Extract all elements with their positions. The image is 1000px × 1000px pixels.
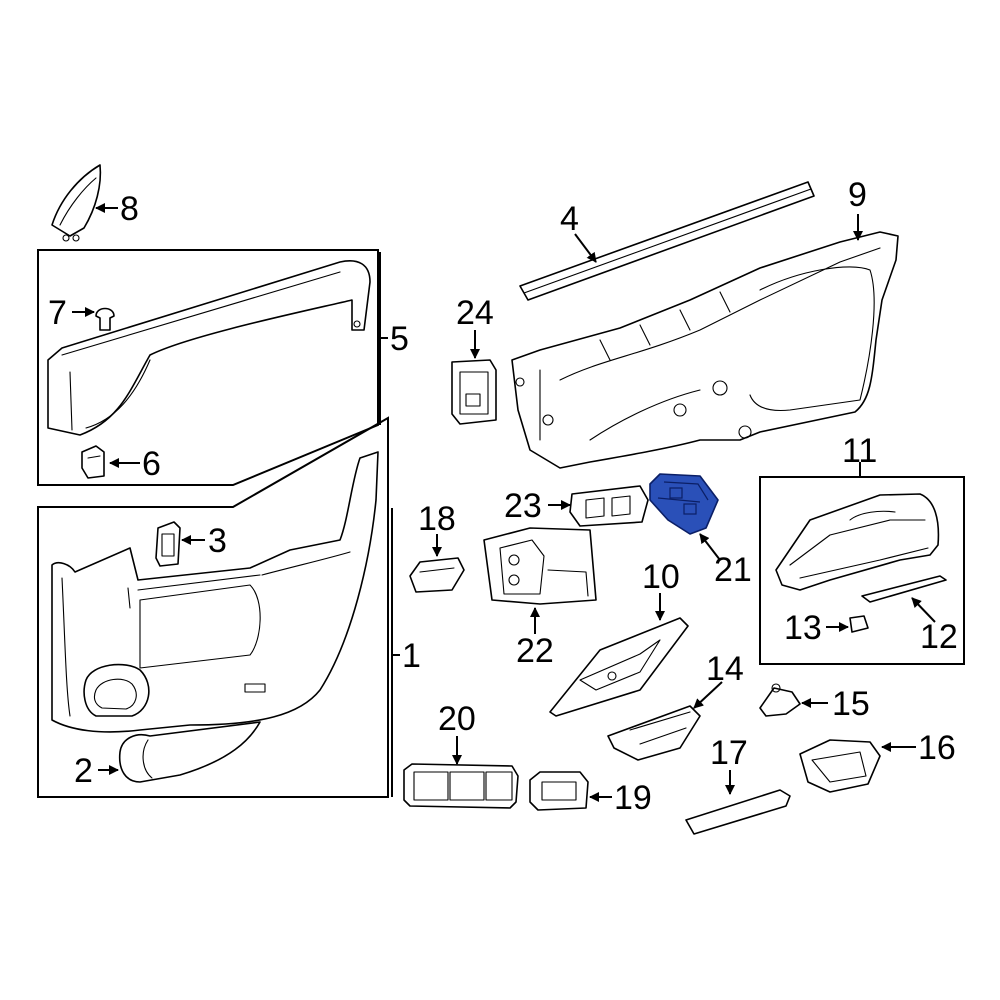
callout-12[interactable]: 12 <box>920 618 958 656</box>
part-14-switch-panel[interactable] <box>607 705 701 761</box>
part-1-door-panel[interactable] <box>51 451 379 733</box>
callout-14[interactable]: 14 <box>706 650 744 688</box>
callout-6[interactable]: 6 <box>142 445 161 483</box>
callout-8[interactable]: 8 <box>120 190 139 228</box>
callout-23[interactable]: 23 <box>504 487 542 525</box>
group-frame-door-panel <box>37 416 389 798</box>
callout-19[interactable]: 19 <box>614 779 652 817</box>
callout-9[interactable]: 9 <box>848 176 867 214</box>
part-17-trim-strip[interactable] <box>685 789 791 835</box>
part-3-switch-housing[interactable] <box>155 521 181 567</box>
part-10-door-pull[interactable] <box>549 617 689 717</box>
callout-5[interactable]: 5 <box>390 320 409 358</box>
part-22-seat-switch-bezel[interactable] <box>483 527 597 605</box>
callout-24[interactable]: 24 <box>456 294 494 332</box>
part-6-bracket[interactable] <box>81 445 105 479</box>
callout-18[interactable]: 18 <box>418 500 456 538</box>
callout-15[interactable]: 15 <box>832 685 870 723</box>
part-16-handle-housing[interactable] <box>799 739 881 793</box>
callout-1[interactable]: 1 <box>402 637 421 675</box>
group-frame-handle-assembly <box>759 476 965 665</box>
callout-13[interactable]: 13 <box>784 609 822 647</box>
part-15-clip[interactable] <box>759 683 801 717</box>
callout-7[interactable]: 7 <box>48 294 67 332</box>
group-frame-upper-trim <box>37 249 379 486</box>
part-2-armrest-pad[interactable] <box>118 721 261 783</box>
part-18-cover[interactable] <box>409 557 465 593</box>
callout-4[interactable]: 4 <box>560 200 579 238</box>
part-5-upper-trim[interactable] <box>47 260 371 436</box>
part-9-inner-frame[interactable] <box>511 231 899 469</box>
callout-2[interactable]: 2 <box>74 752 93 790</box>
part-13-clip[interactable] <box>849 615 869 633</box>
part-7-clip[interactable] <box>95 307 115 331</box>
callout-labels: 1 2 3 4 5 6 7 8 9 10 11 12 13 14 15 16 1… <box>48 176 958 817</box>
callout-11[interactable]: 11 <box>842 432 877 470</box>
callout-21[interactable]: 21 <box>714 551 752 589</box>
callout-17[interactable]: 17 <box>710 734 748 772</box>
part-4-window-seal[interactable] <box>519 181 815 301</box>
callout-10[interactable]: 10 <box>642 558 680 596</box>
callout-20[interactable]: 20 <box>438 700 476 738</box>
part-11-handle-trim[interactable] <box>775 493 940 591</box>
part-8-mirror-trim[interactable] <box>51 164 102 242</box>
part-23-memory-switch[interactable] <box>569 485 649 527</box>
part-19-switch[interactable] <box>529 771 589 811</box>
callout-3[interactable]: 3 <box>208 522 227 560</box>
part-21-window-switch-highlighted[interactable] <box>649 473 719 535</box>
part-12-trim-strip[interactable] <box>861 575 947 603</box>
part-20-window-switch-block[interactable] <box>403 763 519 809</box>
part-24-switch[interactable] <box>451 359 497 425</box>
callout-22[interactable]: 22 <box>516 632 554 670</box>
callout-leaders <box>72 203 936 802</box>
callout-16[interactable]: 16 <box>918 729 956 767</box>
